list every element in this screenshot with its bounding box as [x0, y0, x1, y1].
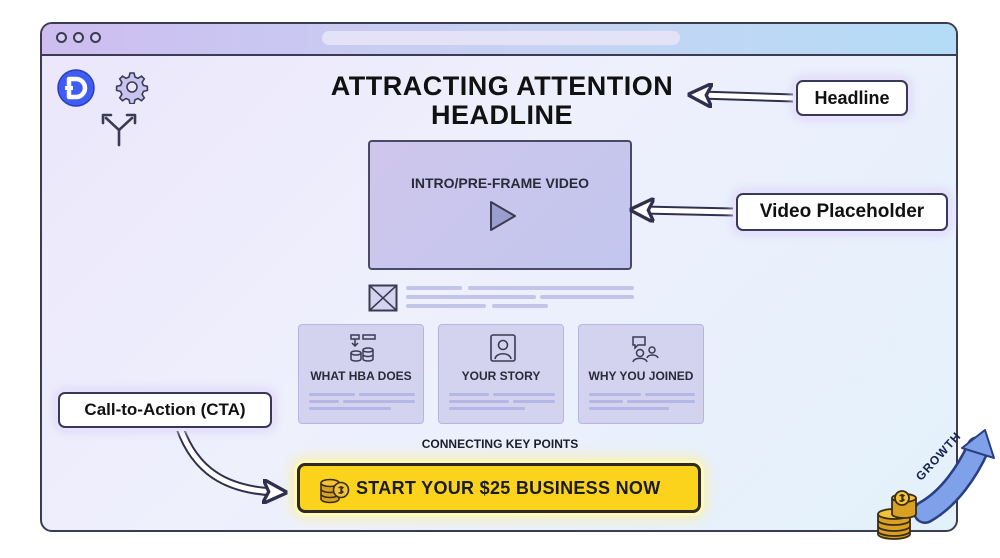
headline-line-2: HEADLINE: [430, 100, 573, 130]
image-placeholder-icon: [368, 284, 398, 312]
window-dot-close[interactable]: [56, 32, 67, 43]
card-why-you-joined[interactable]: WHY YOU JOINED: [578, 324, 704, 424]
gear-icon: [115, 72, 149, 104]
card-title: WHAT HBA DOES: [310, 369, 412, 383]
video-title: INTRO/PRE-FRAME VIDEO: [410, 175, 590, 191]
window-dot-maximize[interactable]: [90, 32, 101, 43]
headline-callout: Headline: [796, 80, 908, 116]
card-your-story[interactable]: YOUR STORY: [438, 324, 564, 424]
cta-label: START YOUR $25 BUSINESS NOW: [356, 478, 661, 498]
video-placeholder[interactable]: INTRO/PRE-FRAME VIDEO: [368, 140, 632, 270]
cta-button[interactable]: START YOUR $25 BUSINESS NOW: [297, 463, 701, 513]
branch-split-icon: [101, 113, 137, 147]
coin-stack-icon: [320, 478, 350, 504]
window-dot-minimize[interactable]: [73, 32, 84, 43]
coin-stack-icon: [877, 490, 917, 540]
headline-line-1: ATTRACTING ATTENTION: [330, 71, 674, 101]
title-bar: [42, 24, 956, 56]
people-chat-icon: [632, 336, 659, 363]
flowchart-coins-icon: [350, 334, 376, 362]
card-title: WHY YOU JOINED: [588, 369, 694, 383]
card-what-hba-does[interactable]: WHAT HBA DOES: [298, 324, 424, 424]
video-callout: Video Placeholder: [736, 193, 948, 231]
cta-callout: Call-to-Action (CTA): [58, 392, 272, 428]
page-headline: ATTRACTING ATTENTION HEADLINE: [282, 72, 722, 130]
user-portrait-icon: [490, 334, 516, 362]
card-title: YOUR STORY: [461, 369, 541, 383]
connecting-key-points-label: CONNECTING KEY POINTS: [421, 437, 579, 451]
play-icon[interactable]: [488, 200, 518, 232]
address-bar[interactable]: [322, 31, 680, 45]
brand-logo-icon: [57, 69, 95, 107]
